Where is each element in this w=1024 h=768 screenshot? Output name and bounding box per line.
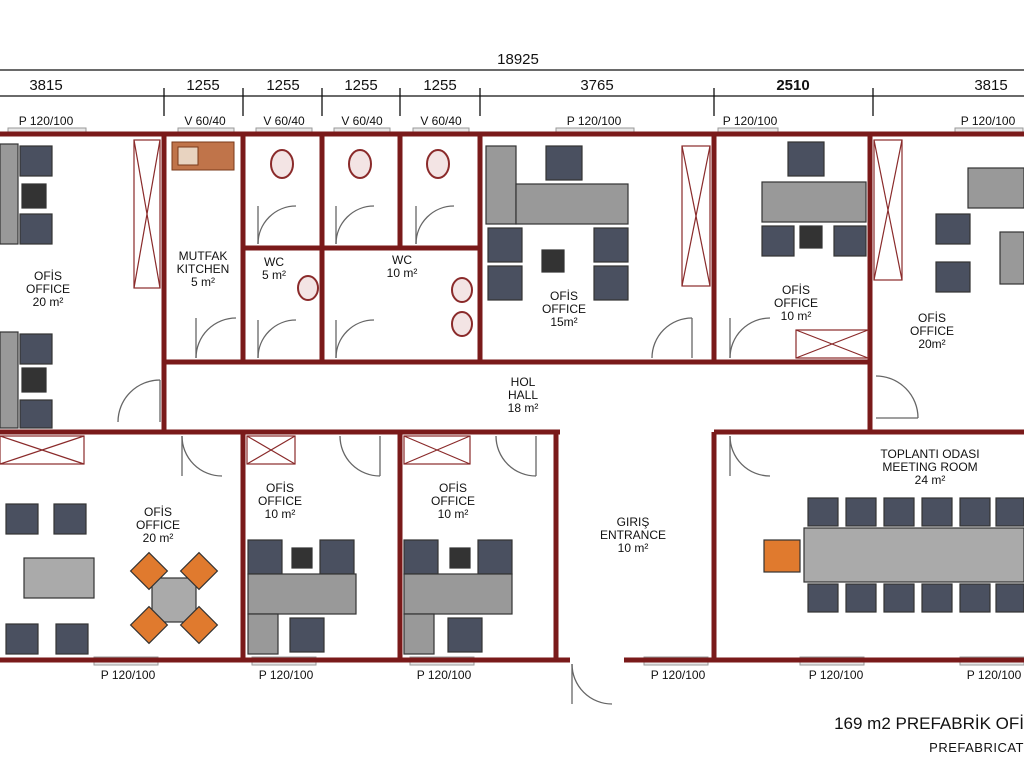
- dimension-segment: 1255: [344, 77, 378, 94]
- sanitary-fixtures: [270, 149, 473, 337]
- plan-subtitle: PREFABRICAT: [929, 740, 1024, 755]
- window-label: P 120/100: [100, 668, 156, 682]
- doors: [117, 205, 919, 705]
- office-furniture: [0, 141, 1024, 655]
- meeting-table: [763, 497, 1024, 613]
- dimension-segment: 1255: [423, 77, 457, 94]
- window-label: P 120/100: [960, 114, 1016, 128]
- dimension-total: 18925: [497, 51, 539, 68]
- window-label: P 120/100: [18, 114, 74, 128]
- dimension-segment: 1255: [266, 77, 300, 94]
- dimension-segment: 3815: [29, 77, 63, 94]
- walls: [0, 131, 1024, 663]
- window-label: V 60/40: [420, 114, 462, 128]
- window-label: P 120/100: [722, 114, 778, 128]
- dimension-lines: [0, 69, 1024, 116]
- window-label: P 120/100: [416, 668, 472, 682]
- dimension-segment: 3765: [580, 77, 614, 94]
- storage-cabinets: [0, 139, 903, 465]
- dimension-segment: 1255: [186, 77, 220, 94]
- window-label: P 120/100: [966, 668, 1022, 682]
- window-label: V 60/40: [263, 114, 305, 128]
- window-label: V 60/40: [341, 114, 383, 128]
- kitchen-sink: [171, 141, 235, 171]
- window-label: P 120/100: [808, 668, 864, 682]
- window-label: V 60/40: [184, 114, 226, 128]
- window-label: P 120/100: [566, 114, 622, 128]
- window-label: P 120/100: [258, 668, 314, 682]
- plan-title: 169 m2 PREFABRİK OFİ: [834, 714, 1024, 733]
- window-label: P 120/100: [650, 668, 706, 682]
- dimension-segment: 2510: [776, 77, 810, 94]
- dimension-segment: 3815: [974, 77, 1008, 94]
